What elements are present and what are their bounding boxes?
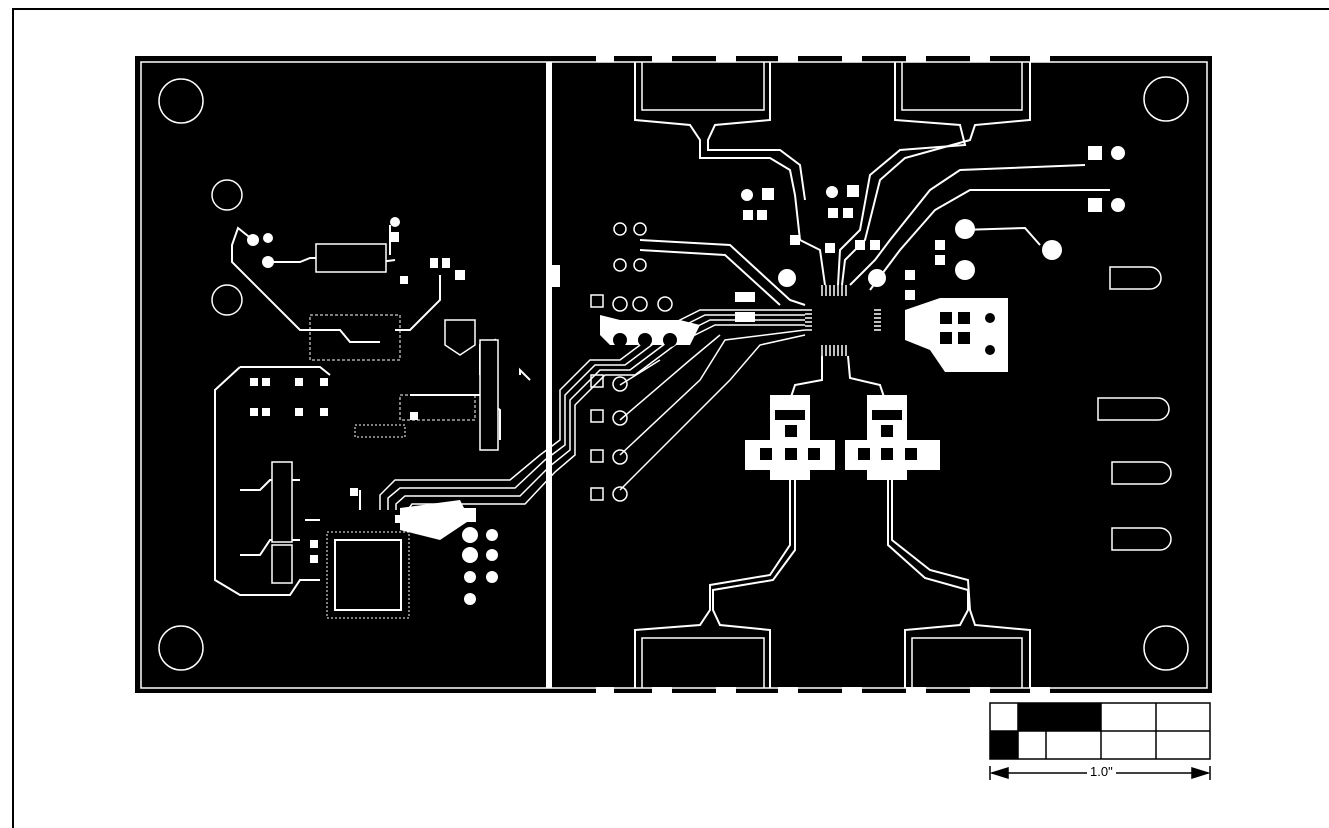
rf-connector-outlines — [641, 62, 1023, 688]
filter-cluster-left — [745, 395, 835, 480]
rf-traces — [634, 62, 1110, 688]
output-block — [905, 298, 1008, 372]
filter-cluster-right — [845, 395, 940, 480]
scale-label: 1.0" — [1087, 765, 1116, 779]
via-circle-icon — [211, 284, 243, 316]
oval-slots — [1097, 266, 1172, 551]
plane-split — [546, 62, 552, 688]
via-circle-icon — [211, 179, 243, 211]
center-chip — [805, 285, 881, 356]
mounting-hole-icon — [1143, 76, 1189, 122]
drawing-frame — [12, 8, 1329, 828]
mounting-hole-icon — [158, 78, 204, 124]
mounting-hole-icon — [158, 625, 204, 671]
center-connector-pads — [590, 222, 700, 502]
center-pads — [735, 146, 1125, 322]
mounting-holes — [158, 76, 1189, 671]
board-edge-slots — [552, 56, 1050, 693]
mounting-hole-icon — [1143, 625, 1189, 671]
left-pads — [247, 217, 498, 605]
mcu-ic — [271, 243, 499, 619]
